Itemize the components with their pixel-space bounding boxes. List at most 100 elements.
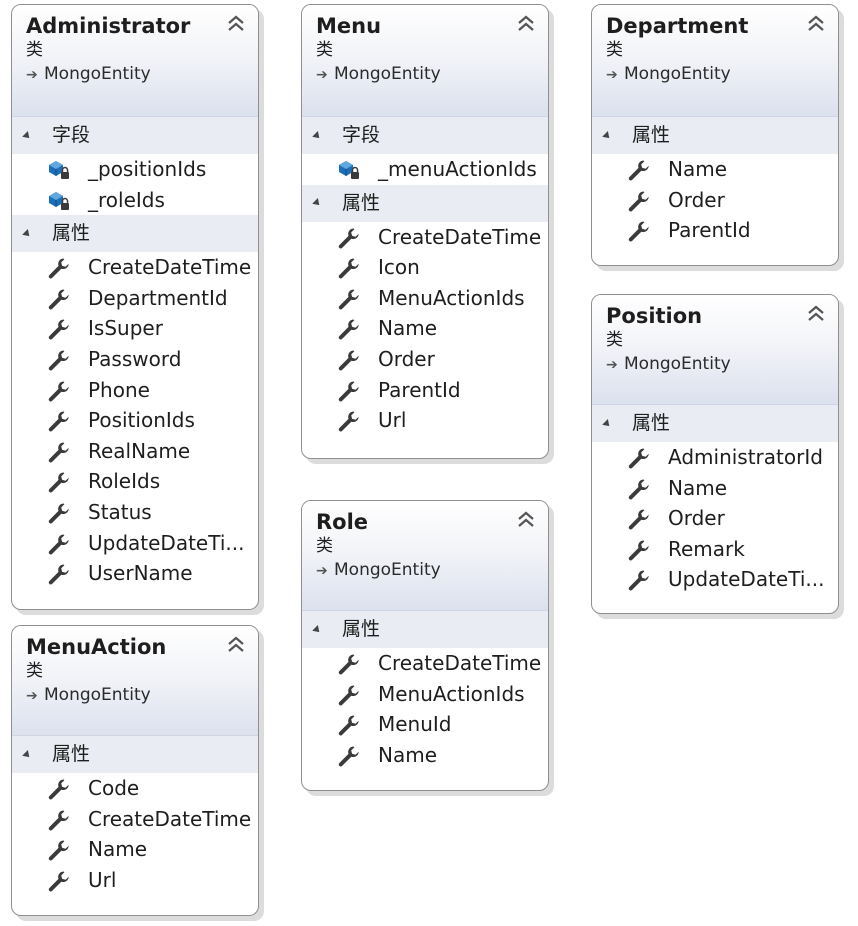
property-row[interactable]: IsSuper — [12, 313, 258, 344]
field-row[interactable]: _menuActionIds — [302, 154, 548, 185]
class-header[interactable]: Role 类 ➔MongoEntity — [302, 501, 548, 611]
inherit-arrow-icon: ➔ — [26, 67, 38, 83]
double-chevron-up-icon[interactable] — [806, 303, 826, 325]
property-row[interactable]: DepartmentId — [12, 283, 258, 314]
property-row[interactable]: Order — [592, 185, 838, 216]
section-fields[interactable]: 字段 — [302, 117, 548, 154]
double-chevron-up-icon[interactable] — [516, 509, 536, 531]
property-row[interactable]: Phone — [12, 375, 258, 406]
wrench-property-icon — [626, 538, 652, 562]
property-name: ParentId — [378, 377, 461, 402]
property-row[interactable]: UserName — [12, 558, 258, 589]
collapse-triangle-icon[interactable] — [22, 130, 33, 141]
collapse-triangle-icon[interactable] — [22, 228, 33, 239]
property-row[interactable]: Url — [302, 405, 548, 436]
property-name: RoleIds — [88, 469, 161, 494]
property-row[interactable]: MenuActionIds — [302, 283, 548, 314]
property-row[interactable]: ParentId — [302, 375, 548, 406]
property-row[interactable]: Name — [302, 740, 548, 771]
field-row[interactable]: _roleIds — [12, 185, 258, 216]
property-row[interactable]: MenuId — [302, 709, 548, 740]
double-chevron-up-icon[interactable] — [806, 13, 826, 35]
collapse-triangle-icon[interactable] — [602, 130, 613, 141]
property-row[interactable]: RealName — [12, 436, 258, 467]
property-row[interactable]: Status — [12, 497, 258, 528]
class-box-administrator[interactable]: Administrator 类 ➔MongoEntity 字段 _positio… — [11, 4, 259, 610]
property-row[interactable]: PositionIds — [12, 405, 258, 436]
property-row[interactable]: CreateDateTime — [302, 648, 548, 679]
property-row[interactable]: Name — [592, 154, 838, 185]
class-header[interactable]: Position 类 ➔MongoEntity — [592, 295, 838, 405]
collapse-triangle-icon[interactable] — [602, 418, 613, 429]
class-box-menuaction[interactable]: MenuAction 类 ➔MongoEntity 属性 Code Create… — [11, 625, 259, 916]
property-row[interactable]: Order — [302, 344, 548, 375]
property-list: CreateDateTime DepartmentId IsSuper Pass… — [12, 252, 258, 589]
double-chevron-up-icon[interactable] — [226, 634, 246, 656]
wrench-property-icon — [46, 838, 72, 862]
double-chevron-up-icon[interactable] — [226, 13, 246, 35]
collapse-triangle-icon[interactable] — [312, 198, 323, 209]
class-header[interactable]: Menu 类 ➔MongoEntity — [302, 5, 548, 117]
base-class-name: MongoEntity — [334, 64, 441, 84]
property-name: UserName — [88, 561, 193, 586]
base-class: ➔MongoEntity — [26, 682, 244, 709]
section-properties[interactable]: 属性 — [302, 611, 548, 648]
section-properties[interactable]: 属性 — [592, 117, 838, 154]
property-row[interactable]: Order — [592, 503, 838, 534]
base-class: ➔MongoEntity — [316, 61, 534, 88]
property-row[interactable]: Code — [12, 773, 258, 804]
class-box-position[interactable]: Position 类 ➔MongoEntity 属性 Administrator… — [591, 294, 839, 614]
property-row[interactable]: UpdateDateTi... — [12, 528, 258, 559]
wrench-property-icon — [336, 348, 362, 372]
section-properties[interactable]: 属性 — [12, 215, 258, 253]
section-label: 字段 — [52, 124, 91, 146]
collapse-triangle-icon[interactable] — [22, 749, 33, 760]
property-row[interactable]: Url — [12, 865, 258, 896]
property-row[interactable]: Name — [12, 834, 258, 865]
wrench-property-icon — [46, 440, 72, 464]
section-label: 字段 — [342, 124, 381, 146]
property-name: Code — [88, 776, 140, 800]
base-class-name: MongoEntity — [624, 64, 731, 84]
property-row[interactable]: MenuActionIds — [302, 679, 548, 710]
double-chevron-up-icon[interactable] — [516, 13, 536, 35]
class-header[interactable]: Department 类 ➔MongoEntity — [592, 5, 838, 117]
collapse-triangle-icon[interactable] — [312, 130, 323, 141]
property-row[interactable]: CreateDateTime — [302, 222, 548, 253]
wrench-property-icon — [336, 379, 362, 403]
section-properties[interactable]: 属性 — [592, 405, 838, 442]
property-row[interactable]: Password — [12, 344, 258, 375]
property-row[interactable]: Name — [302, 313, 548, 344]
wrench-property-icon — [336, 287, 362, 311]
class-box-department[interactable]: Department 类 ➔MongoEntity 属性 Name Order … — [591, 4, 839, 266]
property-row[interactable]: Name — [592, 473, 838, 504]
field-row[interactable]: _positionIds — [12, 154, 258, 185]
section-properties[interactable]: 属性 — [12, 736, 258, 773]
property-row[interactable]: UpdateDateTi... — [592, 564, 838, 595]
section-properties[interactable]: 属性 — [302, 184, 548, 222]
class-name: Department — [606, 14, 749, 38]
wrench-property-icon — [626, 477, 652, 501]
property-row[interactable]: ParentId — [592, 215, 838, 246]
property-row[interactable]: CreateDateTime — [12, 804, 258, 835]
class-box-menu[interactable]: Menu 类 ➔MongoEntity 字段 _menuActionIds 属性… — [301, 4, 549, 459]
wrench-property-icon — [626, 568, 652, 592]
class-header[interactable]: Administrator 类 ➔MongoEntity — [12, 5, 258, 117]
class-name: Role — [316, 510, 369, 534]
property-row[interactable]: Icon — [302, 252, 548, 283]
class-box-role[interactable]: Role 类 ➔MongoEntity 属性 CreateDateTime Me… — [301, 500, 549, 791]
collapse-triangle-icon[interactable] — [312, 624, 323, 635]
property-name: Order — [668, 506, 725, 531]
property-row[interactable]: AdministratorId — [592, 442, 838, 473]
base-class-name: MongoEntity — [44, 685, 151, 705]
property-list: AdministratorId Name Order Remark Update… — [592, 442, 838, 595]
wrench-property-icon — [626, 158, 652, 182]
property-row[interactable]: Remark — [592, 534, 838, 565]
property-row[interactable]: CreateDateTime — [12, 252, 258, 283]
section-fields[interactable]: 字段 — [12, 117, 258, 154]
wrench-property-icon — [46, 470, 72, 494]
wrench-property-icon — [46, 409, 72, 433]
class-header[interactable]: MenuAction 类 ➔MongoEntity — [12, 626, 258, 736]
inherit-arrow-icon: ➔ — [606, 357, 618, 373]
property-row[interactable]: RoleIds — [12, 466, 258, 497]
